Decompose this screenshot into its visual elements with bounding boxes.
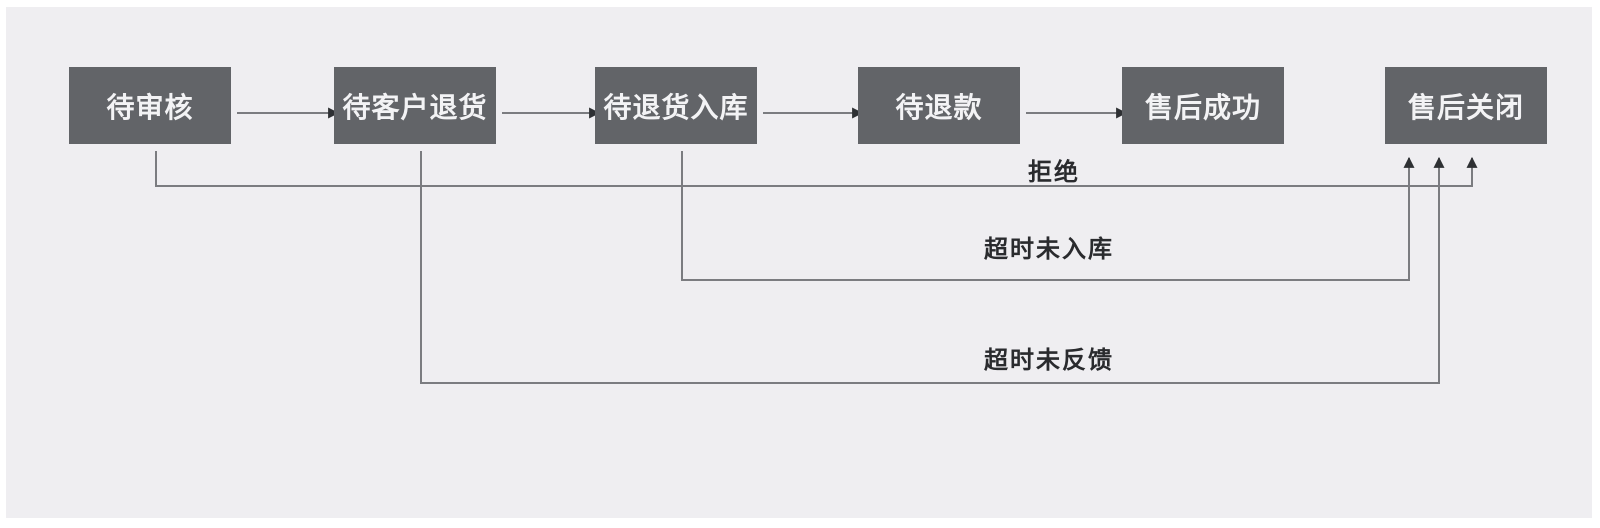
edge-label-timeout-no-feedback: 超时未反馈 bbox=[984, 347, 1114, 374]
edge-label-reject: 拒绝 bbox=[1028, 159, 1080, 186]
node-pending-customer-return: 待客户退货 bbox=[334, 67, 496, 144]
edge-timeout-no-feedback-line bbox=[420, 151, 1445, 384]
edge-reject-line bbox=[155, 151, 1478, 187]
edge-label-timeout-not-inbound: 超时未入库 bbox=[984, 236, 1114, 263]
node-aftersales-closed: 售后关闭 bbox=[1385, 67, 1547, 144]
flowchart-canvas: 待审核 待客户退货 待退货入库 待退款 售后成功 售后关闭 拒绝 超时未入库 超… bbox=[6, 7, 1592, 518]
edges-layer bbox=[155, 107, 1478, 384]
node-pending-refund: 待退款 bbox=[858, 67, 1020, 144]
node-pending-review: 待审核 bbox=[69, 67, 231, 144]
node-pending-return-inbound: 待退货入库 bbox=[595, 67, 757, 144]
node-aftersales-success: 售后成功 bbox=[1122, 67, 1284, 144]
